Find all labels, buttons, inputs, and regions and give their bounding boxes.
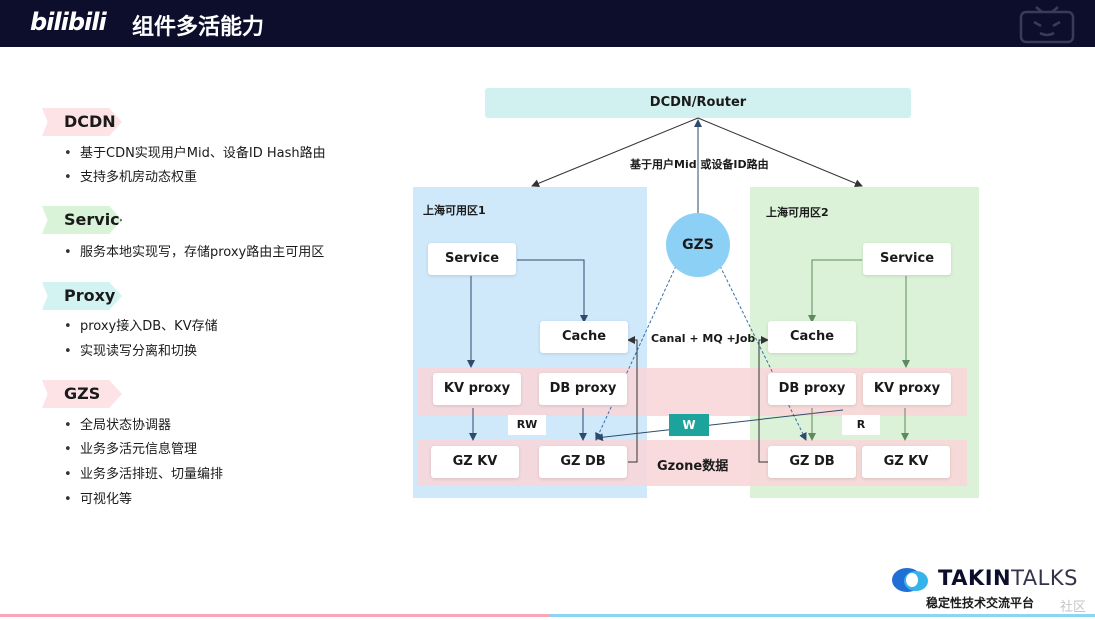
zone1-kv-proxy-node: KV proxy: [433, 373, 521, 405]
brand-talks: TALKS: [1011, 566, 1078, 590]
bottom-accent-blue: [550, 614, 1095, 617]
write-label: W: [669, 414, 709, 436]
route-label: 基于用户Mid 或设备ID路由: [630, 158, 769, 171]
takintalks-brand: TAKINTALKS: [938, 566, 1078, 590]
rw-label: RW: [508, 415, 546, 435]
zone2-kv-proxy-node: KV proxy: [863, 373, 951, 405]
zone2-service-node: Service: [863, 243, 951, 275]
tv-icon: [1019, 6, 1075, 44]
bullet-gzs-1: 全局状态协调器: [64, 414, 171, 433]
bullet-proxy-2: 实现读写分离和切换: [64, 340, 197, 359]
bullet-dcdn-2: 支持多机房动态权重: [64, 166, 197, 185]
gzs-node: GZS: [666, 213, 730, 277]
zone1-gz-kv-node: GZ KV: [431, 446, 519, 478]
zone2-db-proxy-node: DB proxy: [768, 373, 856, 405]
bullet-dcdn-1: 基于CDN实现用户Mid、设备ID Hash路由: [64, 142, 326, 161]
bullet-gzs-2: 业务多活元信息管理: [64, 438, 197, 457]
tag-proxy: Proxy: [42, 282, 122, 310]
zone1-gz-db-node: GZ DB: [539, 446, 627, 478]
gzone-data-label: Gzone数据: [657, 459, 729, 474]
bilibili-logo: bilibili: [30, 8, 107, 36]
bullet-gzs-4: 可视化等: [64, 488, 132, 507]
bullet-gzs-3: 业务多活排班、切量编排: [64, 463, 223, 482]
takintalks-logo-icon: [892, 568, 928, 592]
dcdn-router-node: DCDN/Router: [485, 88, 911, 118]
zone2-cache-node: Cache: [768, 321, 856, 353]
brand-tagline: 稳定性技术交流平台: [926, 596, 1035, 610]
zone1-cache-node: Cache: [540, 321, 628, 353]
zone1-service-node: Service: [428, 243, 516, 275]
read-label: R: [842, 415, 880, 435]
watermark-text: 社区: [1060, 600, 1087, 615]
tag-gzs: GZS: [42, 380, 122, 408]
page-title: 组件多活能力: [132, 15, 265, 40]
zone2-gz-kv-node: GZ KV: [862, 446, 950, 478]
tag-dcdn: DCDN: [42, 108, 122, 136]
canal-mq-job-label: Canal + MQ +Job: [651, 332, 756, 345]
zone1-db-proxy-node: DB proxy: [539, 373, 627, 405]
zone2-gz-db-node: GZ DB: [768, 446, 856, 478]
bottom-accent-pink: [0, 614, 550, 617]
brand-takin: TAKIN: [938, 566, 1012, 590]
tag-service: Service: [42, 206, 122, 234]
header-bar: bilibili 组件多活能力: [0, 0, 1095, 47]
bullet-service-1: 服务本地实现写，存储proxy路由主可用区: [64, 241, 324, 260]
zone-1-label: 上海可用区1: [423, 204, 486, 217]
zone-2-label: 上海可用区2: [766, 206, 829, 219]
bullet-proxy-1: proxy接入DB、KV存储: [64, 315, 218, 334]
